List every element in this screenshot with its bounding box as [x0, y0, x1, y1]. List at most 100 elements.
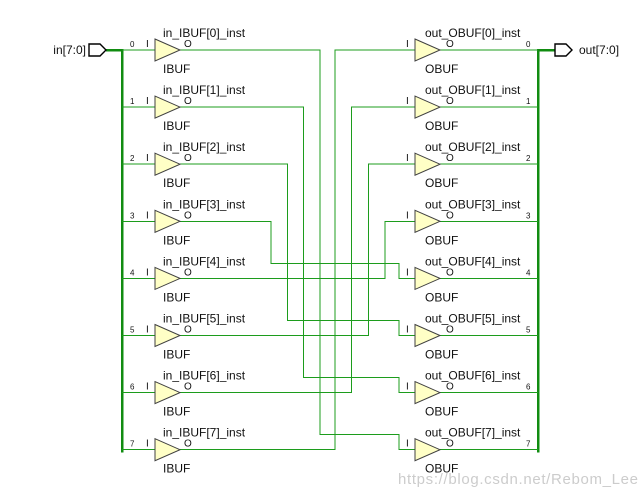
obuf-instance-label: out_OBUF[2]_inst [425, 140, 521, 154]
obuf-instance-label: out_OBUF[5]_inst [425, 312, 521, 326]
output-bus-index: 0 [526, 40, 531, 49]
ibuf-instance-label: in_IBUF[3]_inst [163, 197, 246, 211]
output-bus-index: 1 [526, 97, 531, 106]
ibuf-instance-label: in_IBUF[4]_inst [163, 254, 246, 268]
ibuf-pin-out-label: O [184, 439, 192, 450]
ibuf-type-label: IBUF [163, 62, 190, 76]
input-port-label: in[7:0] [53, 43, 86, 57]
obuf-pin-out-label: O [446, 439, 454, 450]
obuf-type-label: OBUF [425, 405, 458, 419]
buffer-triangle-icon [154, 38, 182, 62]
obuf-instance-label: out_OBUF[7]_inst [425, 426, 521, 440]
buffer-triangle-icon [154, 209, 182, 234]
ibuf-instance-label: in_IBUF[7]_inst [163, 426, 246, 440]
obuf-pin-out-label: O [446, 210, 454, 221]
obuf-pin-in-label: I [406, 325, 409, 336]
input-bus-index: 3 [130, 211, 135, 220]
buffer-triangle-icon [414, 266, 442, 291]
buffer-triangle-icon [414, 152, 442, 176]
obuf-pin-in-label: I [406, 153, 409, 164]
obuf-type-label: OBUF [425, 62, 458, 76]
obuf-type-label: OBUF [425, 290, 458, 304]
buffer-triangle-icon [154, 266, 182, 291]
obuf-pin-in-label: I [406, 210, 409, 221]
obuf-pin-in-label: I [406, 267, 409, 278]
ibuf-pin-out-label: O [184, 39, 192, 50]
ibuf-pin-out-label: O [184, 210, 192, 221]
input-bus-index: 6 [130, 383, 135, 392]
ibuf-instance-label: in_IBUF[6]_inst [163, 369, 246, 383]
buffer-triangle-icon [414, 380, 442, 405]
obuf-pin-out-label: O [446, 325, 454, 336]
input-bus-index: 2 [130, 154, 135, 163]
net-wire-ibuf7-to-obuf0 [180, 49, 415, 451]
output-bus-index: 6 [526, 383, 531, 392]
ibuf-pin-out-label: O [184, 267, 192, 278]
ibuf-type-label: IBUF [163, 348, 190, 362]
watermark-text: https://blog.csdn.net/Rebom_Lee [398, 471, 638, 488]
buffer-triangle-icon [414, 323, 442, 348]
ibuf-type-label: IBUF [163, 405, 190, 419]
obuf-type-label: OBUF [425, 233, 458, 247]
obuf-type-label: OBUF [425, 462, 458, 476]
ibuf-pin-out-label: O [184, 325, 192, 336]
ibuf-pin-in-label: I [146, 325, 149, 336]
ibuf-pin-in-label: I [146, 267, 149, 278]
obuf-instance-label: out_OBUF[6]_inst [425, 369, 521, 383]
input-bus-index: 7 [130, 440, 135, 449]
wires-layer [106, 48, 555, 453]
ibuf-pin-in-label: I [146, 153, 149, 164]
obuf-instance-label: out_OBUF[3]_inst [425, 197, 521, 211]
output-bus-index: 5 [526, 326, 531, 335]
ibuf-pin-in-label: I [146, 210, 149, 221]
obuf-pin-out-label: O [446, 39, 454, 50]
obuf-pin-in-label: I [406, 439, 409, 450]
output-port-label: out[7:0] [579, 43, 619, 57]
buffer-triangle-icon [154, 95, 182, 119]
output-bus-index: 3 [526, 211, 531, 220]
buffer-triangle-icon [414, 437, 442, 462]
net-wire-ibuf3-to-obuf4 [180, 220, 415, 279]
obuf-pin-out-label: O [446, 96, 454, 107]
buffer-triangle-icon [154, 323, 182, 348]
ibuf-pin-in-label: I [146, 39, 149, 50]
obuf-instance-label: out_OBUF[4]_inst [425, 254, 521, 268]
net-wire-ibuf5-to-obuf2 [180, 163, 415, 336]
ibuf-type-label: IBUF [163, 119, 190, 133]
output-bus-index: 2 [526, 154, 531, 163]
ibuf-instance-label: in_IBUF[1]_inst [163, 83, 246, 97]
ibuf-pin-out-label: O [184, 153, 192, 164]
input-bus-index: 0 [130, 40, 135, 49]
input-port: in[7:0] [53, 43, 107, 57]
ibuf-pin-in-label: I [146, 439, 149, 450]
net-wire-ibuf2-to-obuf5 [180, 163, 415, 336]
ibuf-type-label: IBUF [163, 290, 190, 304]
obuf-type-label: OBUF [425, 176, 458, 190]
obuf-pin-in-label: I [406, 96, 409, 107]
obuf-pin-out-label: O [446, 153, 454, 164]
net-wire-ibuf0-to-obuf7 [180, 49, 415, 451]
buffer-triangle-icon [414, 209, 442, 234]
buffer-triangle-icon [414, 38, 442, 62]
obuf-pin-out-label: O [446, 382, 454, 393]
obuf-instance-label: out_OBUF[0]_inst [425, 26, 521, 40]
buffer-triangle-icon [154, 437, 182, 462]
input-bus-index: 5 [130, 326, 135, 335]
ibuf-pin-in-label: I [146, 382, 149, 393]
obuf-type-label: OBUF [425, 119, 458, 133]
